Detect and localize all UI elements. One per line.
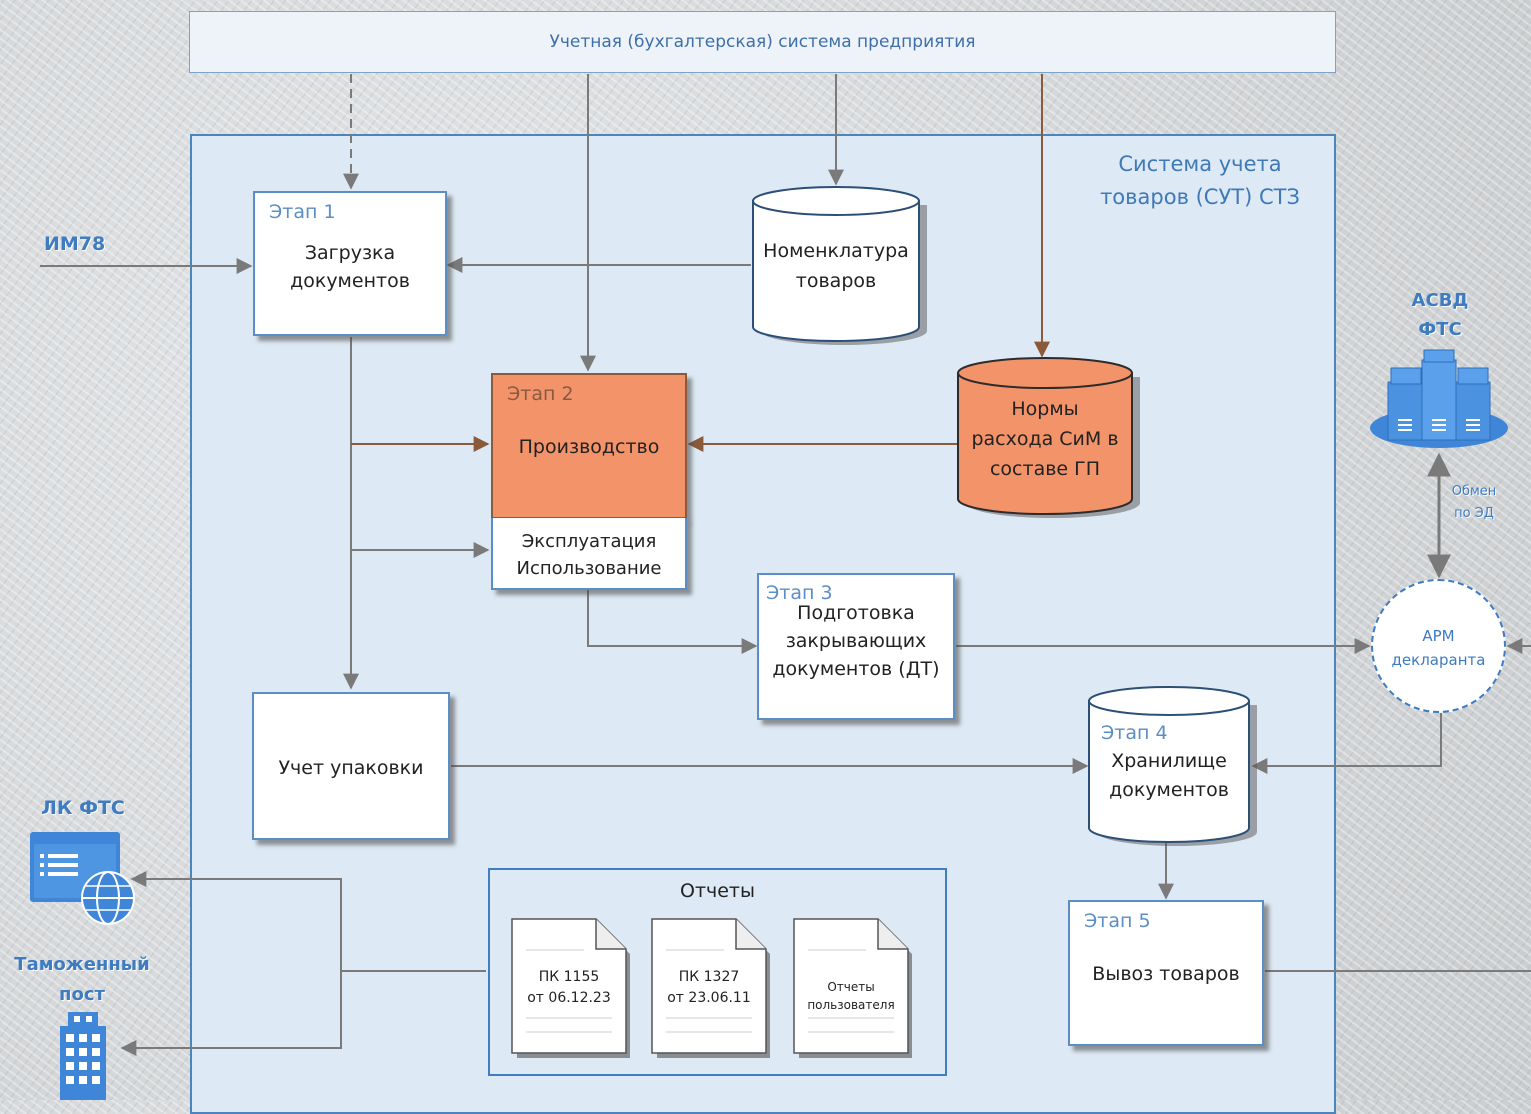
- stage4-label: Этап 4: [1101, 722, 1168, 744]
- arrow-arm-to-stage4: [1251, 712, 1442, 774]
- exploitation-line1: Эксплуатация: [521, 531, 657, 552]
- stage5-label: Этап 5: [1084, 910, 1151, 932]
- exploitation-box[interactable]: Эксплуатация Использование: [491, 518, 687, 590]
- norms-line3: составе ГП: [989, 458, 1101, 480]
- report-doc-3-line1: Отчеты: [827, 980, 875, 994]
- reports-title: Отчеты: [679, 880, 755, 902]
- system-title-line2: товаров (СУТ) СТЗ: [1100, 185, 1300, 209]
- arrow-reports-to-customs: [120, 971, 342, 1056]
- stage4-line2: документов: [1109, 779, 1229, 801]
- stage3-line3: документов (ДТ): [772, 658, 940, 680]
- stage3-label: Этап 3: [766, 582, 833, 604]
- system-title-line1: Система учета: [1118, 152, 1282, 176]
- im78-label: ИМ78: [44, 233, 106, 255]
- customs-line2: пост: [59, 984, 105, 1005]
- report-doc-2-line1: ПК 1327: [678, 969, 740, 985]
- stage3-line2: закрывающих: [785, 630, 927, 652]
- norms-line2: расхода СиМ в: [971, 428, 1119, 450]
- system-title: Система учета товаров (СУТ) СТЗ: [1080, 148, 1320, 214]
- accounting-system-label: Учетная (бухгалтерская) система предприя…: [549, 32, 976, 52]
- packaging-box[interactable]: Учет упаковки: [252, 692, 450, 840]
- customs-post-label: Таможенный пост: [4, 950, 160, 1010]
- stage2-label: Этап 2: [507, 383, 574, 405]
- stage1-box[interactable]: Этап 1 Загрузка документов: [253, 191, 447, 336]
- stage1-label: Этап 1: [269, 201, 336, 223]
- asvd-line2: ФТС: [1418, 319, 1462, 340]
- stage4-text: Хранилище документов: [1089, 747, 1249, 805]
- report-doc-2-line2: от 23.06.11: [667, 990, 751, 1006]
- stage2-title: Производство: [518, 436, 660, 458]
- arrow-stage2-to-stage3: [587, 590, 758, 654]
- lk-fts-label: ЛК ФТС: [41, 797, 125, 819]
- exploitation-line2: Использование: [516, 558, 662, 579]
- exchange-line1: Обмен: [1451, 484, 1497, 499]
- accounting-system-bar[interactable]: Учетная (бухгалтерская) система предприя…: [189, 11, 1336, 73]
- report-doc-1-text[interactable]: ПК 1155 от 06.12.23: [512, 967, 626, 1009]
- stage1-title-line2: документов: [290, 270, 410, 292]
- exchange-label: Обмен по ЭД: [1440, 481, 1508, 525]
- arm-line1: АРМ: [1422, 627, 1455, 645]
- nomenclature-line2: товаров: [795, 270, 877, 292]
- report-doc-1-line1: ПК 1155: [538, 969, 600, 985]
- stage4-line1: Хранилище: [1111, 750, 1227, 772]
- arm-line2: декларанта: [1391, 651, 1486, 669]
- norms-text: Нормы расхода СиМ в составе ГП: [958, 394, 1132, 484]
- asvd-line1: АСВД: [1411, 290, 1469, 311]
- report-doc-3-line2: пользователя: [807, 998, 895, 1012]
- stage1-title-line1: Загрузка: [304, 242, 396, 264]
- report-doc-1-line2: от 06.12.23: [527, 990, 611, 1006]
- arm-declarant-node[interactable]: АРМ декларанта: [1371, 579, 1506, 713]
- nomenclature-line1: Номенклатура: [763, 240, 909, 262]
- report-doc-2-text[interactable]: ПК 1327 от 23.06.11: [652, 967, 766, 1009]
- packaging-label: Учет упаковки: [278, 757, 424, 779]
- stage2-box[interactable]: Этап 2 Производство: [491, 373, 687, 519]
- asvd-label: АСВД ФТС: [1390, 286, 1490, 344]
- nomenclature-text: Номенклатура товаров: [753, 236, 919, 296]
- stage5-box[interactable]: Этап 5 Вывоз товаров: [1068, 900, 1264, 1046]
- server-cluster-icon[interactable]: [1368, 346, 1510, 456]
- arrow-reports-to-lk-fts: [130, 871, 486, 972]
- report-doc-3-text[interactable]: Отчеты пользователя: [794, 978, 908, 1014]
- exchange-line2: по ЭД: [1454, 506, 1494, 521]
- building-icon[interactable]: [60, 1012, 106, 1100]
- stage3-line1: Подготовка: [797, 602, 915, 624]
- stage3-box[interactable]: Этап 3 Подготовка закрывающих документов…: [757, 573, 955, 720]
- customs-line1: Таможенный: [14, 954, 150, 975]
- norms-line1: Нормы: [1011, 398, 1079, 420]
- web-portal-icon[interactable]: [30, 832, 136, 927]
- stage5-title: Вывоз товаров: [1092, 963, 1240, 985]
